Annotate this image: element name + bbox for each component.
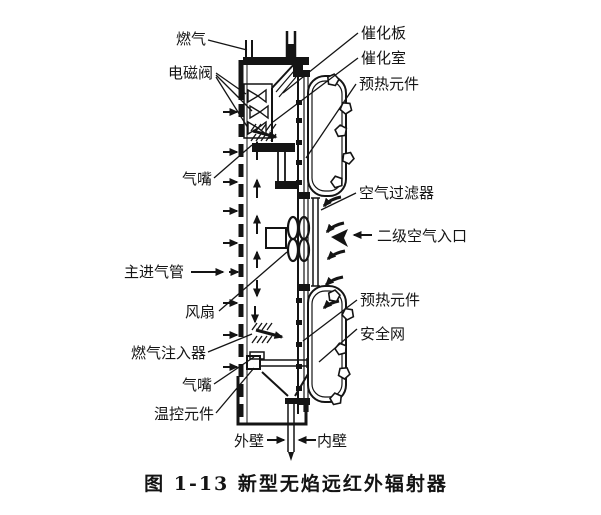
leader-air-filter	[320, 192, 357, 211]
capsule-mount-tabs	[293, 63, 310, 405]
label-catalytic-plate: 催化板	[361, 24, 406, 42]
leader-nozzle-top	[213, 144, 253, 179]
gas-elbow-pipe	[277, 152, 286, 182]
label-nozzle-top: 气嘴	[182, 170, 212, 188]
gas-inlet-pipe	[245, 40, 253, 57]
leader-fuel-gas	[207, 39, 248, 51]
label-nozzle-bottom: 气嘴	[182, 376, 212, 394]
leader-safety-net	[318, 328, 358, 363]
label-secondary-air: 二级空气入口	[377, 227, 467, 245]
leader-solenoid-1	[215, 72, 247, 95]
wall-inlet-arrows	[223, 108, 239, 371]
label-fuel-gas: 燃气	[176, 30, 206, 48]
label-fan: 风扇	[185, 303, 215, 321]
nozzle-hatch-top	[250, 123, 278, 142]
exhaust-pipe	[285, 31, 297, 58]
gas-injector-hatch	[251, 322, 284, 344]
leader-catalytic-plate	[282, 32, 359, 94]
top-cap-bar	[243, 57, 309, 65]
funnel-lines	[261, 371, 309, 397]
channel-down-arrows	[251, 280, 261, 324]
fan-motor-box	[265, 227, 287, 249]
label-air-filter: 空气过滤器	[359, 184, 434, 202]
bottom-tray	[236, 376, 308, 426]
label-safety-net: 安全网	[360, 325, 405, 343]
leader-nozzle-bottom	[213, 356, 255, 385]
leader-fan	[218, 251, 288, 312]
secondary-air-inlet-arrowhead	[331, 229, 348, 247]
label-main-gas-pipe: 主进气管	[124, 263, 184, 281]
solenoid-valve-box	[243, 83, 273, 139]
figure-caption: 图 1-13 新型无焰远红外辐射器	[144, 472, 448, 495]
label-inner-wall: 内壁	[317, 432, 347, 450]
leader-gas-injector	[207, 333, 253, 353]
air-filter-strip	[311, 197, 320, 287]
label-thermo-control: 温控元件	[154, 405, 214, 423]
leader-preheat-top	[305, 83, 357, 159]
leader-lines	[207, 32, 372, 414]
fan-blades	[286, 215, 311, 263]
leader-preheat-bottom	[302, 299, 358, 342]
mixing-shelf	[252, 143, 295, 152]
label-outer-wall: 外壁	[234, 432, 264, 450]
label-solenoid-valve: 电磁阀	[168, 64, 213, 82]
label-catalytic-chamber: 催化室	[361, 49, 406, 67]
leader-solenoid-3	[215, 76, 249, 129]
center-pin	[285, 398, 297, 461]
label-preheat-top: 预热元件	[359, 75, 419, 93]
leader-catalytic-chamber	[272, 57, 359, 123]
catalytic-plate-lines	[275, 70, 297, 98]
fan	[265, 215, 311, 263]
leader-thermo	[215, 367, 255, 414]
label-gas-injector: 燃气注入器	[131, 344, 206, 362]
label-preheat-bottom: 预热元件	[360, 291, 420, 309]
pipe-bracket	[275, 181, 299, 189]
leader-solenoid-2	[215, 74, 253, 112]
